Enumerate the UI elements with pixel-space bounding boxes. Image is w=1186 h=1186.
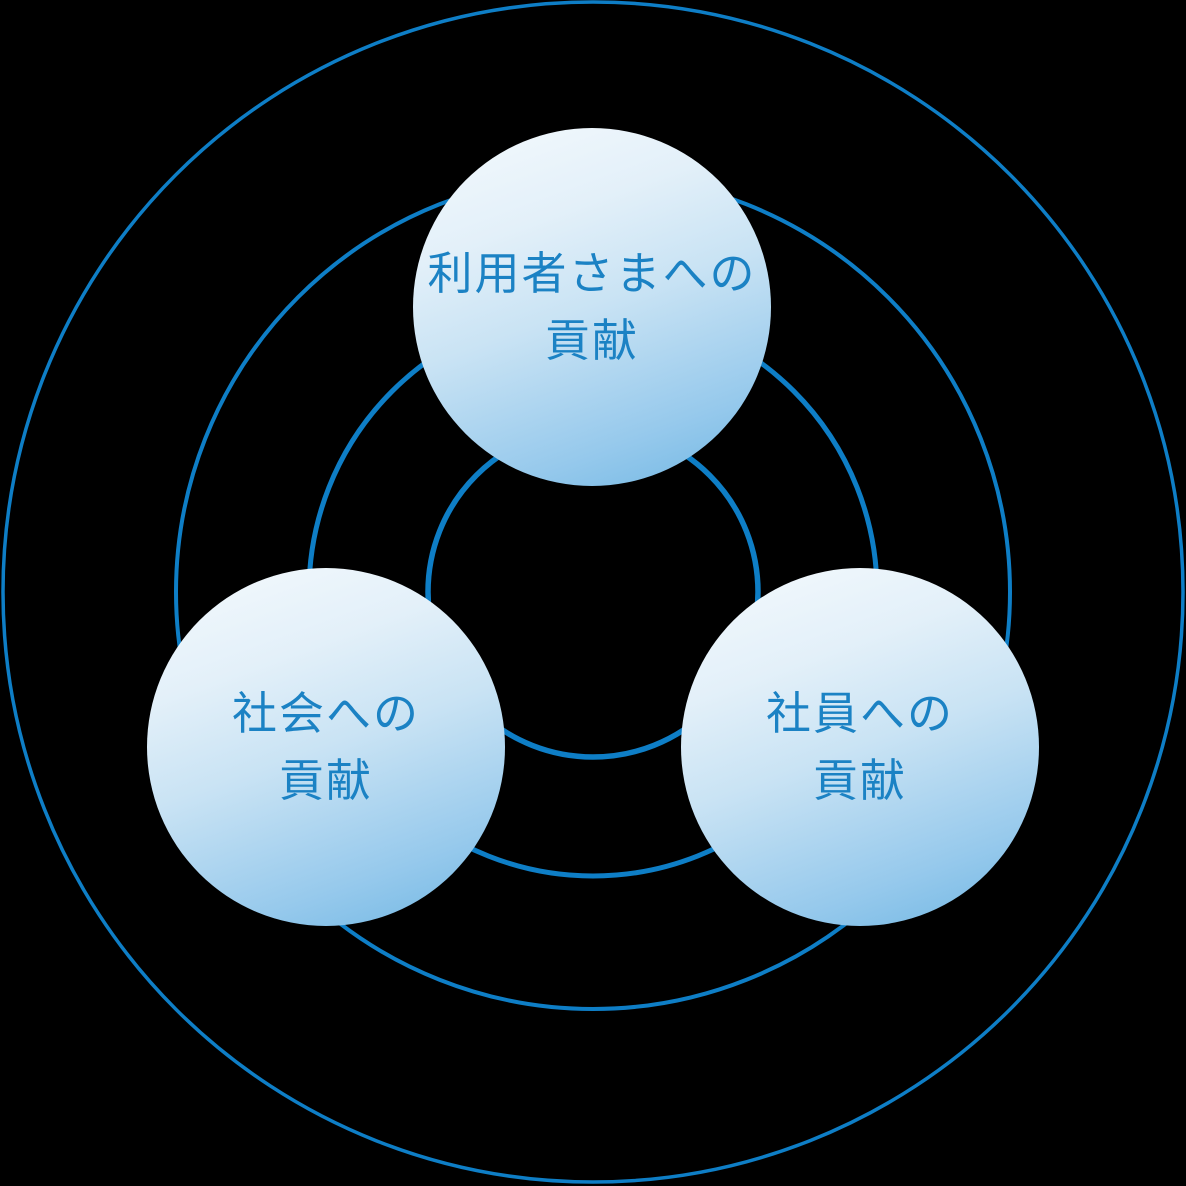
bubble-employees-line2: 貢献 [812,754,907,807]
bubble-society-line1: 社会への [231,687,420,740]
bubble-users-line1: 利用者さまへの [427,247,757,300]
bubble-society: 社会への 貢献 [147,568,505,926]
bubble-users: 利用者さまへの 貢献 [413,128,771,486]
bubble-users-line2: 貢献 [544,314,639,367]
bubble-employees: 社員への 貢献 [681,568,1039,926]
bubble-employees-line1: 社員への [765,687,954,740]
bubble-society-line2: 貢献 [278,754,373,807]
